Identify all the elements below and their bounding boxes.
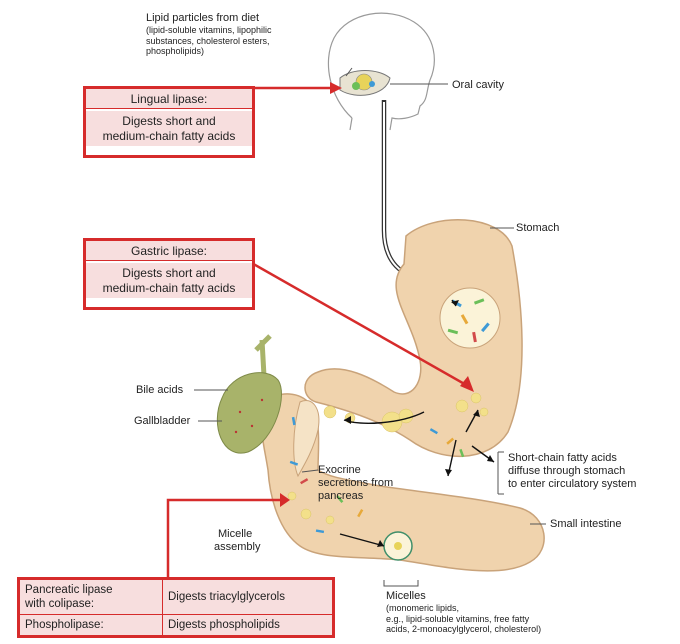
table-row: Phospholipase: Digests phospholipids [19, 615, 334, 637]
enzyme-name-line2: with colipase: [25, 597, 157, 611]
micelles-title: Micelles [386, 590, 626, 603]
micelles-line2: e.g., lipid-soluble vitamins, free fatty [386, 614, 626, 625]
diet-lipids-line4: phospholipids) [146, 46, 346, 57]
enzyme-name-line1: Pancreatic lipase [25, 583, 157, 597]
diet-lipids-caption: Lipid particles from diet (lipid-soluble… [146, 12, 346, 57]
scfa-line3: to enter circulatory system [508, 478, 636, 491]
exocrine-label: Exocrine secretions from pancreas [318, 464, 393, 503]
enzyme-name-line1: Phospholipase: [25, 618, 157, 632]
micelles-line3: acids, 2-monoacylglycerol, cholesterol) [386, 624, 626, 635]
short-chain-fatty-acids-label: Short-chain fatty acids diffuse through … [508, 452, 636, 491]
stomach-lipid-globule [440, 288, 500, 348]
pancreatic-enzymes-table: Pancreatic lipase with colipase: Digests… [17, 577, 335, 638]
small-intestine-label: Small intestine [550, 518, 622, 531]
oral-cavity-label: Oral cavity [452, 79, 504, 92]
exocrine-line1: Exocrine [318, 464, 393, 477]
lingual-lipase-box: Lingual lipase: Digests short and medium… [83, 86, 255, 158]
micelle-assembly-label: Micelle assembly [214, 528, 260, 554]
micelle-assembly-line2: assembly [214, 541, 260, 554]
scfa-line1: Short-chain fatty acids [508, 452, 636, 465]
exocrine-line2: secretions from [318, 477, 393, 490]
micelle-illustration [384, 532, 412, 560]
micelles-line1: (monomeric lipids, [386, 603, 626, 614]
gastric-lipase-title: Gastric lipase: [86, 241, 252, 261]
lingual-lipase-title: Lingual lipase: [86, 89, 252, 109]
enzyme-action-cell: Digests triacylglycerols [163, 579, 334, 615]
gastric-lipase-box: Gastric lipase: Digests short and medium… [83, 238, 255, 310]
exocrine-line3: pancreas [318, 490, 393, 503]
gallbladder-label: Gallbladder [134, 415, 190, 428]
lingual-lipase-description: Digests short and medium-chain fatty aci… [86, 111, 252, 146]
gastric-lipase-body1: Digests short and [88, 266, 250, 281]
micelle-assembly-line1: Micelle [214, 528, 260, 541]
enzyme-cell: Pancreatic lipase with colipase: [19, 579, 163, 615]
lingual-lipase-body1: Digests short and [88, 114, 250, 129]
micelles-caption: Micelles (monomeric lipids, e.g., lipid-… [386, 590, 626, 635]
gastric-lipase-body2: medium-chain fatty acids [88, 281, 250, 296]
diet-lipids-line2: (lipid-soluble vitamins, lipophilic [146, 25, 346, 36]
enzyme-cell: Phospholipase: [19, 615, 163, 637]
enzyme-action-cell: Digests phospholipids [163, 615, 334, 637]
diet-lipids-line3: substances, cholesterol esters, [146, 36, 346, 47]
scfa-line2: diffuse through stomach [508, 465, 636, 478]
stomach-label: Stomach [516, 222, 559, 235]
bile-acids-label: Bile acids [136, 384, 183, 397]
table-row: Pancreatic lipase with colipase: Digests… [19, 579, 334, 615]
gastric-lipase-description: Digests short and medium-chain fatty aci… [86, 263, 252, 298]
diet-lipids-title: Lipid particles from diet [146, 12, 346, 25]
lingual-lipase-body2: medium-chain fatty acids [88, 129, 250, 144]
